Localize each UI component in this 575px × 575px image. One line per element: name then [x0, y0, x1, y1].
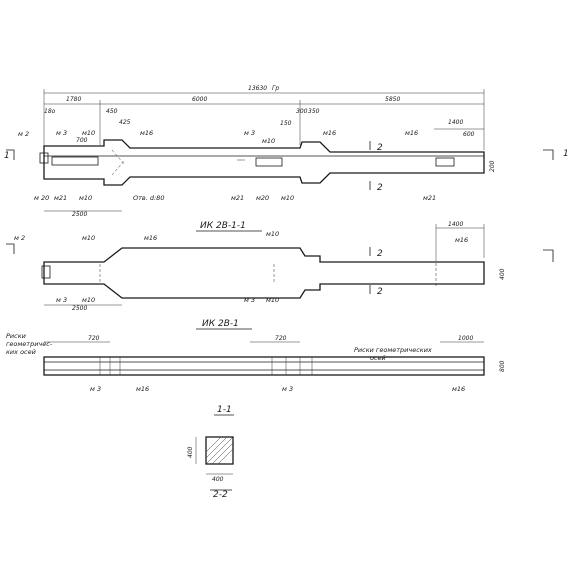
dim-1400: 1400: [448, 119, 463, 126]
label-m10-mid: м10: [262, 137, 275, 145]
side-label-m16-b: м16: [452, 385, 465, 393]
section-height: 400: [187, 446, 194, 458]
section-mark-1-left: 1: [4, 151, 10, 161]
view-top: 13630 Гр 1780 6000 5850 18o 700 450 425 …: [4, 85, 569, 232]
side-dim-1000: 1000: [458, 335, 473, 342]
label-m21-left: м21: [54, 194, 67, 202]
mid-label-m3-b: м 3: [244, 296, 255, 304]
label-m16-mid: м16: [323, 129, 336, 137]
label-m21-mid: м21: [231, 194, 244, 202]
mid-label-m10-e: м10: [266, 296, 279, 304]
overall-mark: Гр: [272, 85, 279, 92]
label-m3-mid: м 3: [244, 129, 255, 137]
overall-length: 13630: [248, 85, 267, 92]
label-opening: Отв. d:80: [133, 194, 164, 202]
mid-dim-1400: 1400: [448, 221, 463, 228]
beam-mid-outline: [43, 247, 485, 299]
section-width: 400: [212, 476, 224, 483]
side-label-m3-a: м 3: [90, 385, 101, 393]
beam-side-outline: [43, 356, 485, 376]
dim-350: 350: [308, 108, 320, 115]
mid-label-m16-b: м16: [455, 236, 468, 244]
section-mark-2-bottom: 2: [377, 183, 383, 193]
mid-section-2-bottom: 2: [377, 287, 383, 297]
label-m21-right: м21: [423, 194, 436, 202]
side-note-right-1: Риски геометрических: [354, 346, 432, 354]
dim-2500-top: 2500: [72, 211, 87, 218]
dim-425: 425: [119, 119, 131, 126]
side-note-left-1: Риски: [6, 332, 26, 340]
section-title-bottom: 2-2: [213, 490, 228, 500]
label-m10-left: м10: [82, 129, 95, 137]
dim-450: 450: [106, 108, 118, 115]
side-height-800: 800: [499, 360, 506, 372]
label-m16-right: м16: [405, 129, 418, 137]
section-view: 1-1 400 400 2-2: [187, 405, 234, 500]
mid-label-m2: м 2: [14, 234, 25, 242]
side-label-m3-b: м 3: [282, 385, 293, 393]
dim-300: 300: [296, 108, 308, 115]
label-m10-mid-low: м10: [281, 194, 294, 202]
dim-700: 700: [76, 137, 88, 144]
label-m20-left: м 20: [34, 194, 49, 202]
view-top-title: ИК 2В-1-1: [200, 221, 246, 231]
label-m10-low: м10: [79, 194, 92, 202]
side-label-m16-a: м16: [136, 385, 149, 393]
segment-2: 6000: [192, 96, 207, 103]
label-m16-left: м16: [140, 129, 153, 137]
dim-left-small: 18o: [44, 108, 56, 115]
side-note-left-3: ких осей: [6, 348, 36, 356]
mid-height-400: 400: [499, 268, 506, 280]
section-square: [205, 436, 234, 465]
segment-3: 5850: [385, 96, 400, 103]
view-side: Риски геометричес- ких осей Риски геомет…: [6, 332, 506, 393]
section-mark-1-right: 1: [563, 149, 569, 159]
height-200: 200: [489, 160, 496, 172]
mid-label-m10-b: м10: [266, 230, 279, 238]
segment-1: 1780: [66, 96, 81, 103]
side-note-left-2: геометричес-: [6, 340, 53, 348]
label-m20-mid: м20: [256, 194, 269, 202]
dim-600: 600: [463, 131, 475, 138]
label-m3-left: м 3: [56, 129, 67, 137]
view-middle-title: ИК 2В-1: [202, 319, 239, 329]
mid-dim-2500: 2500: [72, 305, 87, 312]
view-middle: м 2 м10 м16 м10 м16 1400 м 3 м10 м 3 м10…: [6, 221, 554, 330]
mid-section-2-top: 2: [377, 249, 383, 259]
side-dim-720-b: 720: [275, 335, 287, 342]
label-m2: м 2: [18, 130, 29, 138]
beam-top-outline: [43, 139, 485, 186]
dim-150: 150: [280, 120, 292, 127]
section-title-top: 1-1: [217, 405, 232, 415]
mid-label-m3-a: м 3: [56, 296, 67, 304]
section-mark-2-top: 2: [377, 143, 383, 153]
mid-label-m10-a: м10: [82, 234, 95, 242]
mid-label-m16-a: м16: [144, 234, 157, 242]
side-dim-720-a: 720: [88, 335, 100, 342]
side-note-right-2: осей: [370, 354, 386, 362]
mid-label-m10-d: м10: [82, 296, 95, 304]
